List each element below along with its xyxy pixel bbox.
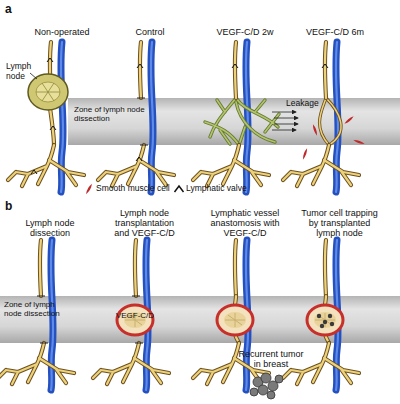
transplanted-node	[217, 305, 253, 335]
smooth-muscle-cell	[312, 124, 318, 136]
node-sinus	[36, 83, 60, 101]
leakage-arrow	[274, 124, 298, 125]
tumor-cell	[317, 314, 321, 318]
valve-mark	[31, 170, 37, 174]
recurrent-tumor	[250, 373, 283, 399]
tumor-cell	[320, 324, 324, 328]
smooth-muscle-cell	[344, 115, 355, 125]
column-title: Control	[125, 27, 175, 37]
upper-lymphatic	[235, 240, 236, 296]
lower-lymphatic-network	[283, 145, 359, 186]
cut-mark	[137, 98, 148, 145]
lower-lymphatic-network	[0, 343, 74, 384]
tumor-cell	[267, 391, 275, 399]
valve-mark	[322, 64, 328, 68]
cut-mark	[37, 296, 48, 343]
column-control	[98, 42, 174, 192]
lower-lymphatic-network	[98, 145, 174, 186]
column-title: Lymphatic vessel anastomosis with VEGF-C…	[205, 208, 285, 238]
upper-lymphatic	[325, 240, 326, 296]
column-6m	[283, 42, 365, 192]
legend-text: Smooth muscle cell	[96, 184, 170, 194]
upper-lymphatic	[140, 42, 141, 98]
leakage-arrow	[274, 118, 298, 119]
annotation: VEGF-C/D	[110, 312, 160, 321]
column-transplantation	[93, 240, 169, 390]
node-medulla	[36, 82, 60, 102]
tumor-cell	[250, 388, 258, 396]
column-title: Tumor cell trapping by transplanted lymp…	[297, 208, 382, 238]
smooth-muscle-cell	[302, 148, 308, 160]
leader-line	[30, 73, 37, 79]
part-label: Lymph node	[6, 62, 52, 81]
column-title: Lymph node dissection	[20, 218, 80, 238]
valve-mark	[47, 58, 53, 62]
zone-label: Zone of lymph node dissection	[74, 106, 152, 124]
valve-mark	[232, 64, 238, 68]
upper-lymphatic	[40, 240, 41, 296]
node-capsule	[28, 74, 68, 110]
lymphatic-wall	[320, 98, 342, 145]
panel-letter: a	[5, 3, 19, 16]
lower-lymphatic-network	[93, 343, 169, 384]
annotation: Recurrent tumor in breast	[238, 349, 304, 369]
legend-text: Lymphatic valve	[186, 184, 247, 194]
valve-mark	[50, 126, 56, 130]
leakage-arrows	[272, 112, 298, 130]
lymph-node	[28, 74, 68, 110]
legend-sample-valve	[175, 186, 184, 192]
panel-letter: b	[5, 200, 19, 213]
tumor-cell	[328, 314, 332, 318]
annotation: Leakage	[286, 99, 334, 109]
column-title: VEGF-C/D 6m	[295, 27, 375, 37]
upper-lymphatic	[235, 42, 236, 98]
legend-sample-smooth-muscle	[85, 183, 93, 195]
smooth-muscle-cell	[353, 139, 365, 145]
column-tumor-trapping	[283, 240, 359, 390]
lower-lymphatic-network	[8, 145, 84, 186]
tumor-cell	[261, 373, 271, 383]
column-title: Lymph node transplantation and VEGF-C/D	[107, 208, 182, 238]
valve-mark	[137, 64, 143, 68]
transplanted-node	[307, 305, 343, 335]
lymphatic-sprouts	[205, 98, 279, 145]
column-title: VEGF-C/D 2w	[205, 27, 285, 37]
upper-lymphatic	[135, 240, 136, 296]
column-dissection	[0, 240, 74, 390]
valve-mark	[136, 157, 142, 161]
lower-lymphatic-network	[193, 145, 269, 186]
trapped-tumor-cells	[317, 314, 334, 328]
leakage-arrow	[272, 130, 296, 131]
tumor-cell	[330, 322, 334, 326]
column-title: Non-operated	[27, 27, 97, 37]
lymphatic-sprouts	[205, 98, 279, 145]
lymphatic-lumen	[320, 98, 342, 145]
column-2w	[193, 42, 279, 192]
tumor-cell	[258, 385, 268, 395]
upper-lymphatic	[325, 42, 326, 98]
zone-label: Zone of lymph node dissection	[4, 301, 74, 319]
tumor-cell	[275, 375, 283, 383]
tumor-cell	[323, 320, 327, 324]
leakage-arrow	[272, 112, 296, 113]
